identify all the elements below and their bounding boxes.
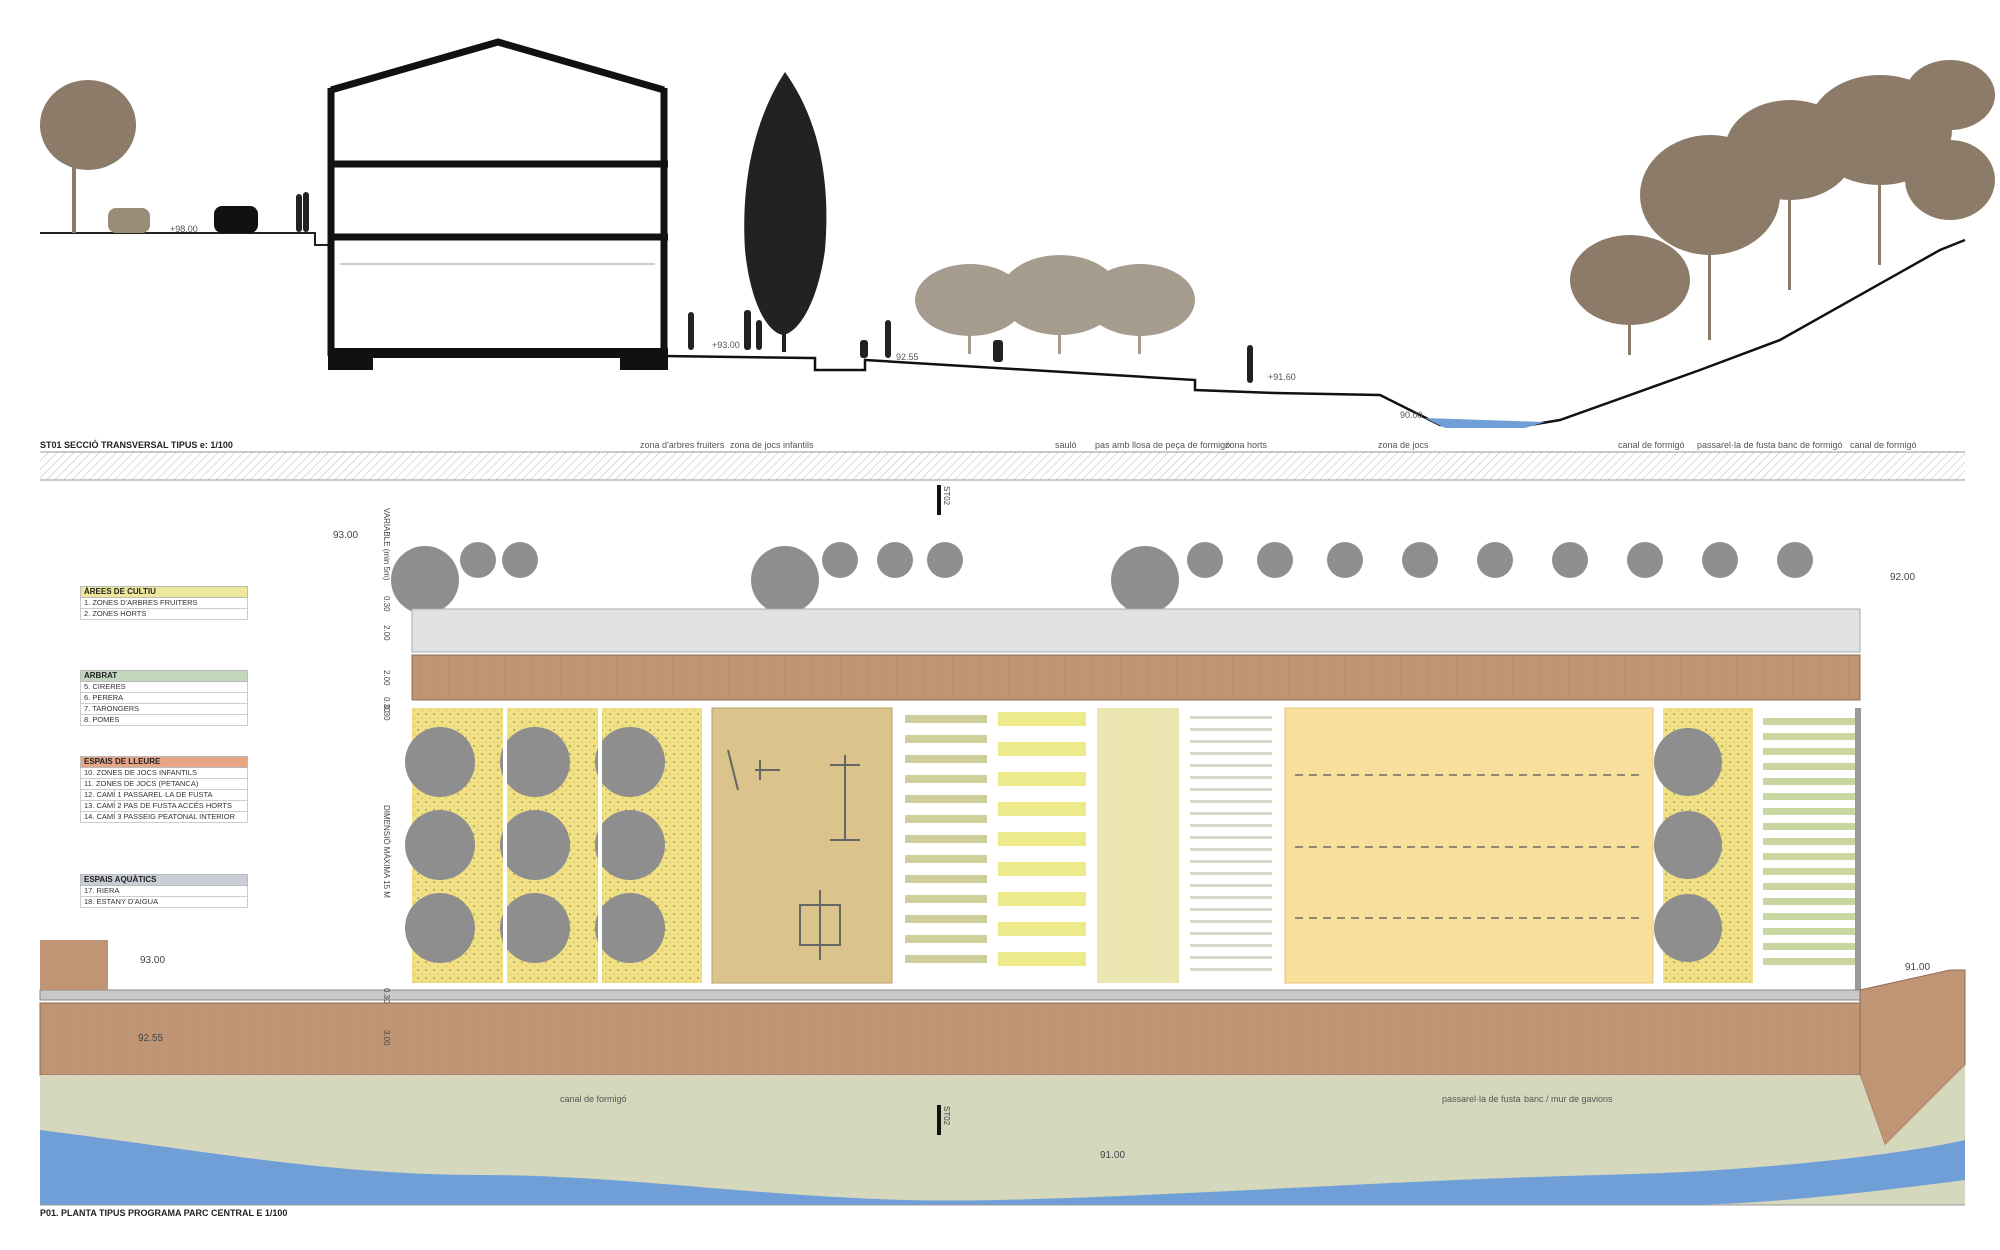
park-plan — [39, 451, 1966, 1206]
wood-block-left — [40, 940, 108, 990]
orchard-trees — [405, 727, 665, 963]
plan-title: P01. PLANTA TIPUS PROGRAMA PARC CENTRAL … — [40, 1208, 288, 1218]
legend-row: 14. CAMÍ 3 PASSEIG PEATONAL INTERIOR — [80, 812, 248, 823]
level-9100: 91.00 — [1100, 1150, 1126, 1161]
legend-row: 6. PERERA — [80, 693, 248, 704]
children-play-area — [711, 707, 893, 984]
label-passarel: passarel·la de fusta — [1442, 1094, 1521, 1104]
label-banc: banc / mur de gavions — [1524, 1094, 1613, 1104]
callout-jocs: zona de jocs — [1378, 440, 1429, 450]
callout-fruits: zona d'arbres fruiters — [640, 440, 725, 450]
legend-aquatics: ESPAIS AQUÀTICS 17. RIERA 18. ESTANY D'A… — [80, 874, 248, 908]
legend-row: 2. ZONES HORTS — [80, 609, 248, 620]
section-marker-bottom-label: ST02 — [942, 1106, 951, 1126]
people-silhouettes — [296, 192, 1253, 383]
legend-row: 5. CIRERES — [80, 682, 248, 693]
callout-saulo: sauló — [1055, 440, 1077, 450]
top-tree-row — [391, 542, 1813, 614]
dim-200a: 2.00 — [382, 625, 391, 641]
level-9255: 92.55 — [896, 352, 919, 362]
meadow — [40, 1065, 1965, 1205]
callout-canal-2: canal de formigó — [1850, 440, 1917, 450]
level-92: 92.00 — [1890, 572, 1916, 583]
legend-cultiu: ÀREES DE CULTIU 1. ZONES D'ARBRES FRUITE… — [80, 586, 248, 620]
dim-variable: VARIABLE (min 5m) — [382, 508, 391, 581]
cypress-tree — [744, 72, 827, 352]
dim-030a: 0.30 — [382, 596, 391, 612]
hatched-band — [40, 452, 1965, 480]
dim-030b: 0.30 — [382, 697, 391, 713]
level-91-right: 91.00 — [1905, 962, 1931, 973]
legend-head: ESPAIS DE LLEURE — [80, 756, 248, 768]
horts-stripes-4 — [1190, 708, 1272, 983]
section-marker-top — [937, 485, 941, 515]
legend-row: 11. ZONES DE JOCS (PETANCA) — [80, 779, 248, 790]
transverse-section — [40, 38, 1995, 428]
legend-row: 13. CAMÍ 2 PAS DE FUSTA ACCÉS HORTS — [80, 801, 248, 812]
callout-pas: pas amb llosa de peça de formigó — [1095, 440, 1231, 450]
callout-jocs-infantils: zona de jocs infantils — [730, 440, 814, 450]
legend-head: ARBRAT — [80, 670, 248, 682]
level-9255: 92.55 — [138, 1033, 164, 1044]
level-93: +93.00 — [712, 340, 740, 350]
legend-row: 17. RIERA — [80, 886, 248, 897]
legend-row: 8. POMES — [80, 715, 248, 726]
ground-profile — [663, 238, 1966, 427]
section-trees-right — [1570, 60, 1995, 355]
label-canal: canal de formigó — [560, 1094, 627, 1104]
legend-row: 18. ESTANY D'AIGUA — [80, 897, 248, 908]
callout-passarel: passarel·la de fusta — [1697, 440, 1776, 450]
level-98: +98.00 — [170, 224, 198, 234]
level-9160: +91.60 — [1268, 372, 1296, 382]
legend-head: ESPAIS AQUÀTICS — [80, 874, 248, 886]
callout-canal-1: canal de formigó — [1618, 440, 1685, 450]
dim-300: 3.00 — [382, 1030, 391, 1046]
section-title: ST01 SECCIÓ TRANSVERSAL TIPUS e: 1/100 — [40, 440, 233, 450]
sauló-path — [411, 608, 1861, 653]
petanca-area — [1284, 707, 1654, 984]
legend-row: 12. CAMÍ 1 PASSAREL·LA DE FUSTA — [80, 790, 248, 801]
section-water — [1425, 418, 1545, 428]
section-tree-left — [40, 80, 136, 233]
dim-030d: 0.30 — [382, 988, 391, 1004]
callout-horts: zona horts — [1225, 440, 1268, 450]
legend-row: 10. ZONES DE JOCS INFANTILS — [80, 768, 248, 779]
level-93-top: 93.00 — [333, 530, 359, 541]
level-90: 90.00 — [1400, 410, 1423, 420]
concrete-canal — [39, 989, 1861, 1001]
car-silhouette — [214, 206, 258, 233]
level-93-left: 93.00 — [140, 955, 166, 966]
legend-row: 7. TARONGERS — [80, 704, 248, 715]
dim-main: DIMENSIÓ MÀXIMA 15 M — [382, 805, 391, 898]
dim-200b: 2.00 — [382, 670, 391, 686]
section-trees-middle — [915, 255, 1195, 354]
legend-arbrat: ARBRAT 5. CIRERES 6. PERERA 7. TARONGERS… — [80, 670, 248, 726]
legend-row: 1. ZONES D'ARBRES FRUITERS — [80, 598, 248, 609]
legend-lleure: ESPAIS DE LLEURE 10. ZONES DE JOCS INFAN… — [80, 756, 248, 823]
car-silhouette — [108, 208, 150, 233]
building-section — [327, 38, 668, 370]
callout-banc: banc de formigó — [1778, 440, 1843, 450]
section-marker-top-label: ST02 — [942, 486, 951, 506]
section-marker-bottom — [937, 1105, 941, 1135]
play-equipment — [727, 749, 860, 960]
legend-head: ÀREES DE CULTIU — [80, 586, 248, 598]
dim-030c: 0.30 — [382, 705, 391, 721]
